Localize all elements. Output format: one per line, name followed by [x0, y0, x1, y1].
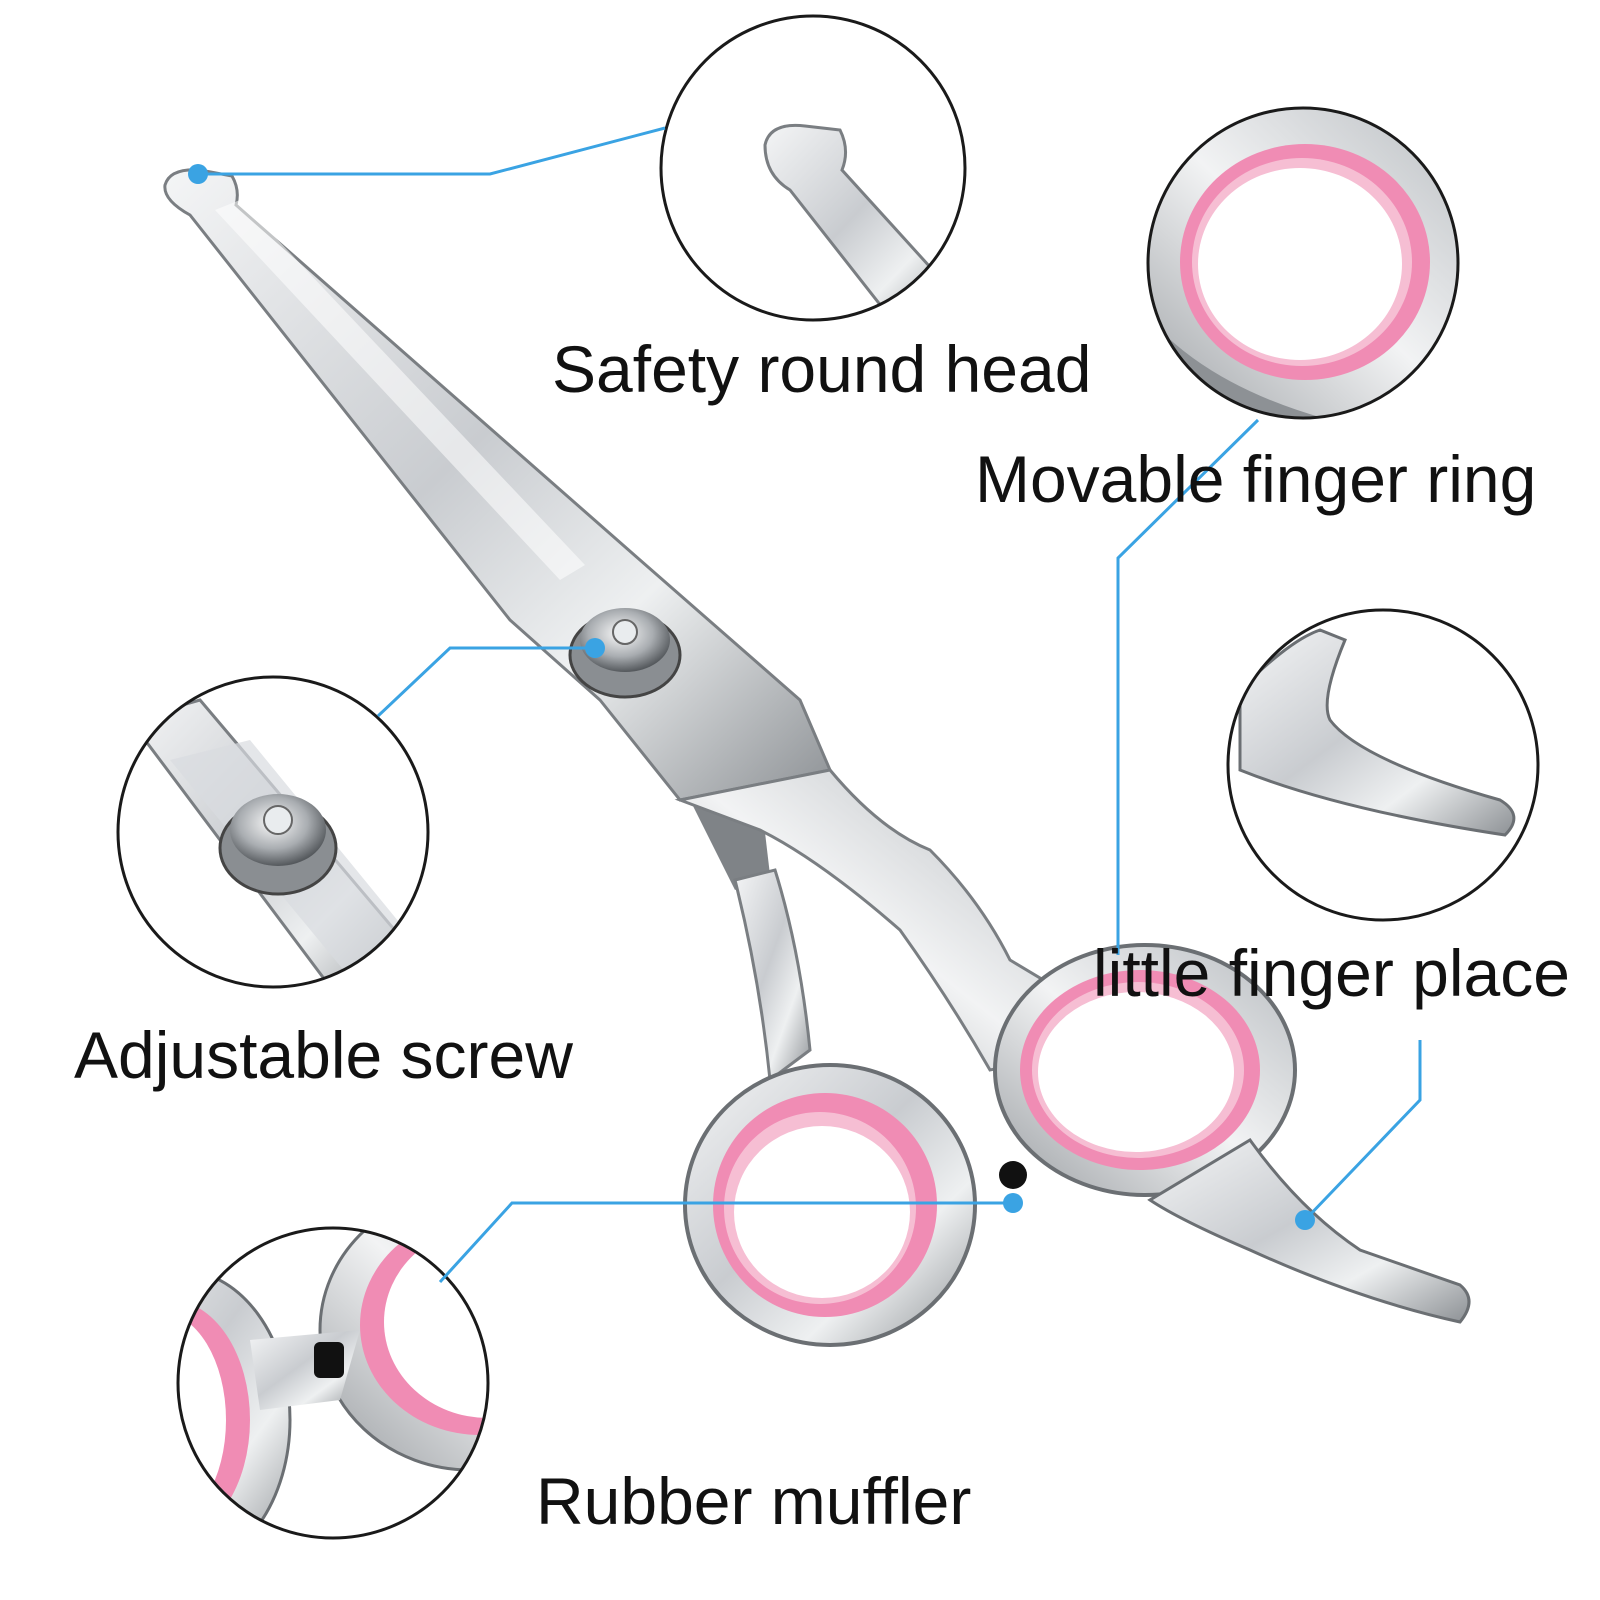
zoom-adjustable-screw	[116, 675, 430, 989]
label-movable-finger-ring: Movable finger ring	[975, 442, 1537, 516]
leader-line-safety	[198, 126, 666, 176]
rubber-muffler	[999, 1161, 1027, 1189]
leader-lines	[198, 126, 1422, 1284]
zoom-safety-round-head	[659, 14, 967, 322]
shank	[674, 768, 1062, 1072]
leader-line-little	[1303, 1040, 1422, 1222]
leader-dot-muffler	[1003, 1193, 1023, 1213]
label-rubber-muffler: Rubber muffler	[536, 1464, 972, 1538]
left-handle-arm	[733, 868, 812, 1083]
label-little-finger-place: little finger place	[1093, 936, 1570, 1010]
leader-line-muffler	[438, 1201, 1013, 1284]
left-finger-ring	[683, 1063, 977, 1347]
zoom-movable-finger-ring	[1146, 106, 1460, 420]
main-scissors	[163, 168, 1471, 1347]
right-finger-ring	[993, 943, 1297, 1197]
leader-dots	[188, 164, 1315, 1230]
leader-dot-screw	[585, 638, 605, 658]
zoom-little-finger-place	[1226, 608, 1540, 922]
label-safety-round-head: Safety round head	[552, 332, 1092, 406]
label-adjustable-screw: Adjustable screw	[74, 1018, 573, 1092]
leader-dot-safety	[188, 164, 208, 184]
leader-dot-little	[1295, 1210, 1315, 1230]
adjustable-screw	[568, 608, 682, 699]
finger-rest-tang	[1147, 1138, 1471, 1324]
leader-line-movable	[1116, 418, 1260, 955]
leader-line-screw	[376, 646, 595, 718]
